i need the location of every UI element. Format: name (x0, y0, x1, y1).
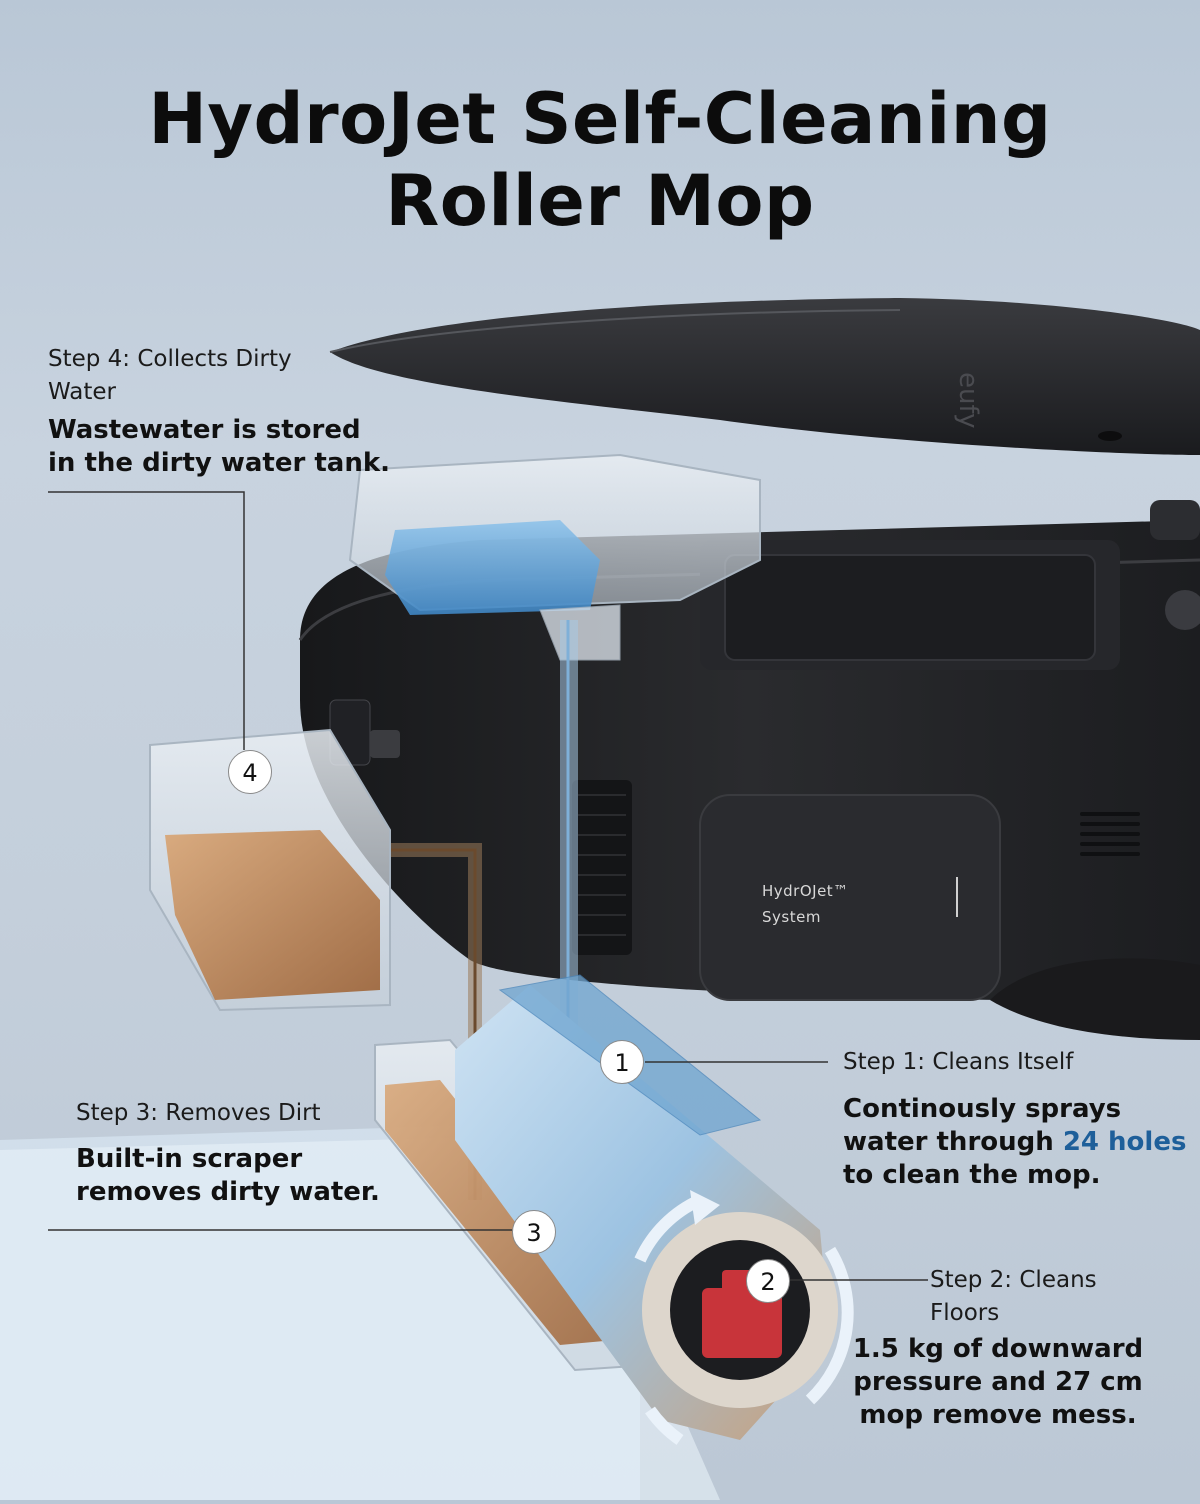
title-line-1: HydroJet Self-Cleaning (148, 78, 1052, 160)
step-2-description: 1.5 kg of downward pressure and 27 cm mo… (852, 1333, 1144, 1432)
step-4-badge: 4 (228, 750, 272, 794)
step-1-body-line-2-prefix: water through (843, 1127, 1063, 1157)
robot-body (298, 500, 1200, 1040)
step-1-description: Continously sprays water through 24 hole… (843, 1093, 1186, 1192)
product-label-line-2: System (762, 908, 821, 926)
step-4-body-line-1: Wastewater is stored (48, 415, 361, 445)
step-3-body-line-2: removes dirty water. (76, 1177, 380, 1207)
step-1-body-line-3: to clean the mop. (843, 1160, 1101, 1190)
step-1-badge: 1 (600, 1040, 644, 1084)
product-label: HydrOJet™ System (762, 878, 849, 930)
step-2-body-line-1: 1.5 kg of downward (852, 1334, 1144, 1364)
svg-text:eufy: eufy (953, 372, 983, 429)
step-2-heading: Step 2: Cleans Floors (930, 1264, 1097, 1330)
step-3-description: Built-in scraper removes dirty water. (76, 1143, 380, 1209)
title-line-2: Roller Mop (385, 160, 815, 242)
step-2-badge: 2 (746, 1259, 790, 1303)
step-1-holes-highlight: 24 holes (1062, 1127, 1187, 1157)
step-2-heading-line-2: Floors (930, 1300, 1000, 1326)
leader-lines (48, 491, 928, 1281)
step-4-heading: Step 4: Collects Dirty Water (48, 343, 292, 409)
step-1-body-line-2: water through 24 holes (843, 1126, 1186, 1159)
step-2-heading-line-1: Step 2: Cleans (930, 1267, 1097, 1293)
step-3-body-line-1: Built-in scraper (76, 1144, 303, 1174)
step-2-body-line-3: mop remove mess. (859, 1400, 1137, 1430)
step-1-body-line-1: Continously sprays (843, 1094, 1122, 1124)
dirty-water-tank (149, 728, 391, 1012)
step-4-heading-line-1: Step 4: Collects Dirty (48, 346, 292, 372)
clean-water-pipe (560, 620, 578, 1040)
step-4-heading-line-2: Water (48, 379, 116, 405)
step-3-heading: Step 3: Removes Dirt (76, 1100, 321, 1126)
page-title: HydroJet Self-Cleaning Roller Mop (0, 78, 1200, 242)
step-4-description: Wastewater is stored in the dirty water … (48, 414, 390, 480)
robot-lid: eufy (329, 298, 1200, 455)
roller-mop (455, 974, 854, 1445)
step-4-body-line-2: in the dirty water tank. (48, 448, 391, 478)
clean-water-tank (348, 453, 761, 661)
step-2-body-line-2: pressure and 27 cm (853, 1367, 1143, 1397)
step-1-heading: Step 1: Cleans Itself (843, 1049, 1074, 1075)
step-3-badge: 3 (512, 1210, 556, 1254)
product-label-line-1: HydrOJet™ (762, 882, 849, 900)
